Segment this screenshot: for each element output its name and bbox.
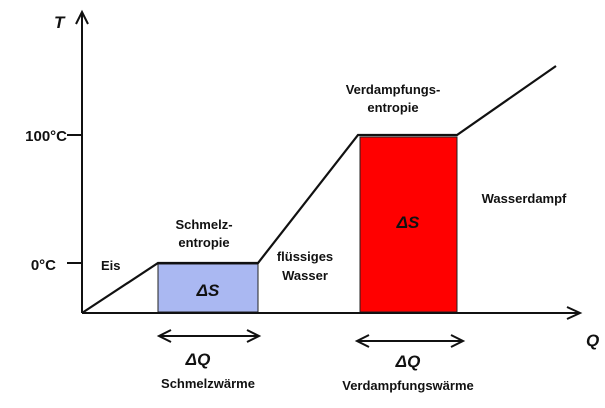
x-axis-label: Q — [586, 331, 599, 350]
phase-label-ice: Eis — [101, 258, 121, 273]
melting-entropy-title-line1: Schmelz- — [175, 217, 232, 232]
evaporation-entropy-box — [359, 136, 458, 313]
evaporation-heat-label: Verdampfungswärme — [342, 378, 474, 393]
evaporation-heat-arrow — [354, 334, 466, 348]
melting-entropy-box — [157, 263, 259, 313]
x-axis-arrow — [566, 306, 583, 320]
melting-heat-arrow — [156, 329, 262, 343]
phase-label-liquid-line1: flüssiges — [277, 249, 333, 264]
evaporation-delta-q: ΔQ — [395, 352, 421, 371]
melting-delta-q: ΔQ — [185, 350, 211, 369]
y-axis-label: T — [54, 13, 66, 32]
heating-curve — [81, 65, 557, 314]
melting-entropy-title-line2: entropie — [178, 235, 229, 250]
y-tick-label-100: 100°C — [25, 128, 67, 145]
melting-heat-label: Schmelzwärme — [161, 376, 255, 391]
phase-label-liquid-line2: Wasser — [282, 268, 328, 283]
axes — [67, 9, 583, 320]
y-axis-arrow — [75, 9, 89, 25]
y-tick-label-0: 0°C — [31, 257, 56, 274]
melting-delta-s: ΔS — [196, 281, 220, 300]
evaporation-entropy-title-line2: entropie — [367, 100, 418, 115]
phase-label-vapor: Wasserdampf — [482, 191, 567, 206]
evaporation-delta-s: ΔS — [396, 213, 420, 232]
evaporation-entropy-title-line1: Verdampfungs- — [346, 82, 441, 97]
